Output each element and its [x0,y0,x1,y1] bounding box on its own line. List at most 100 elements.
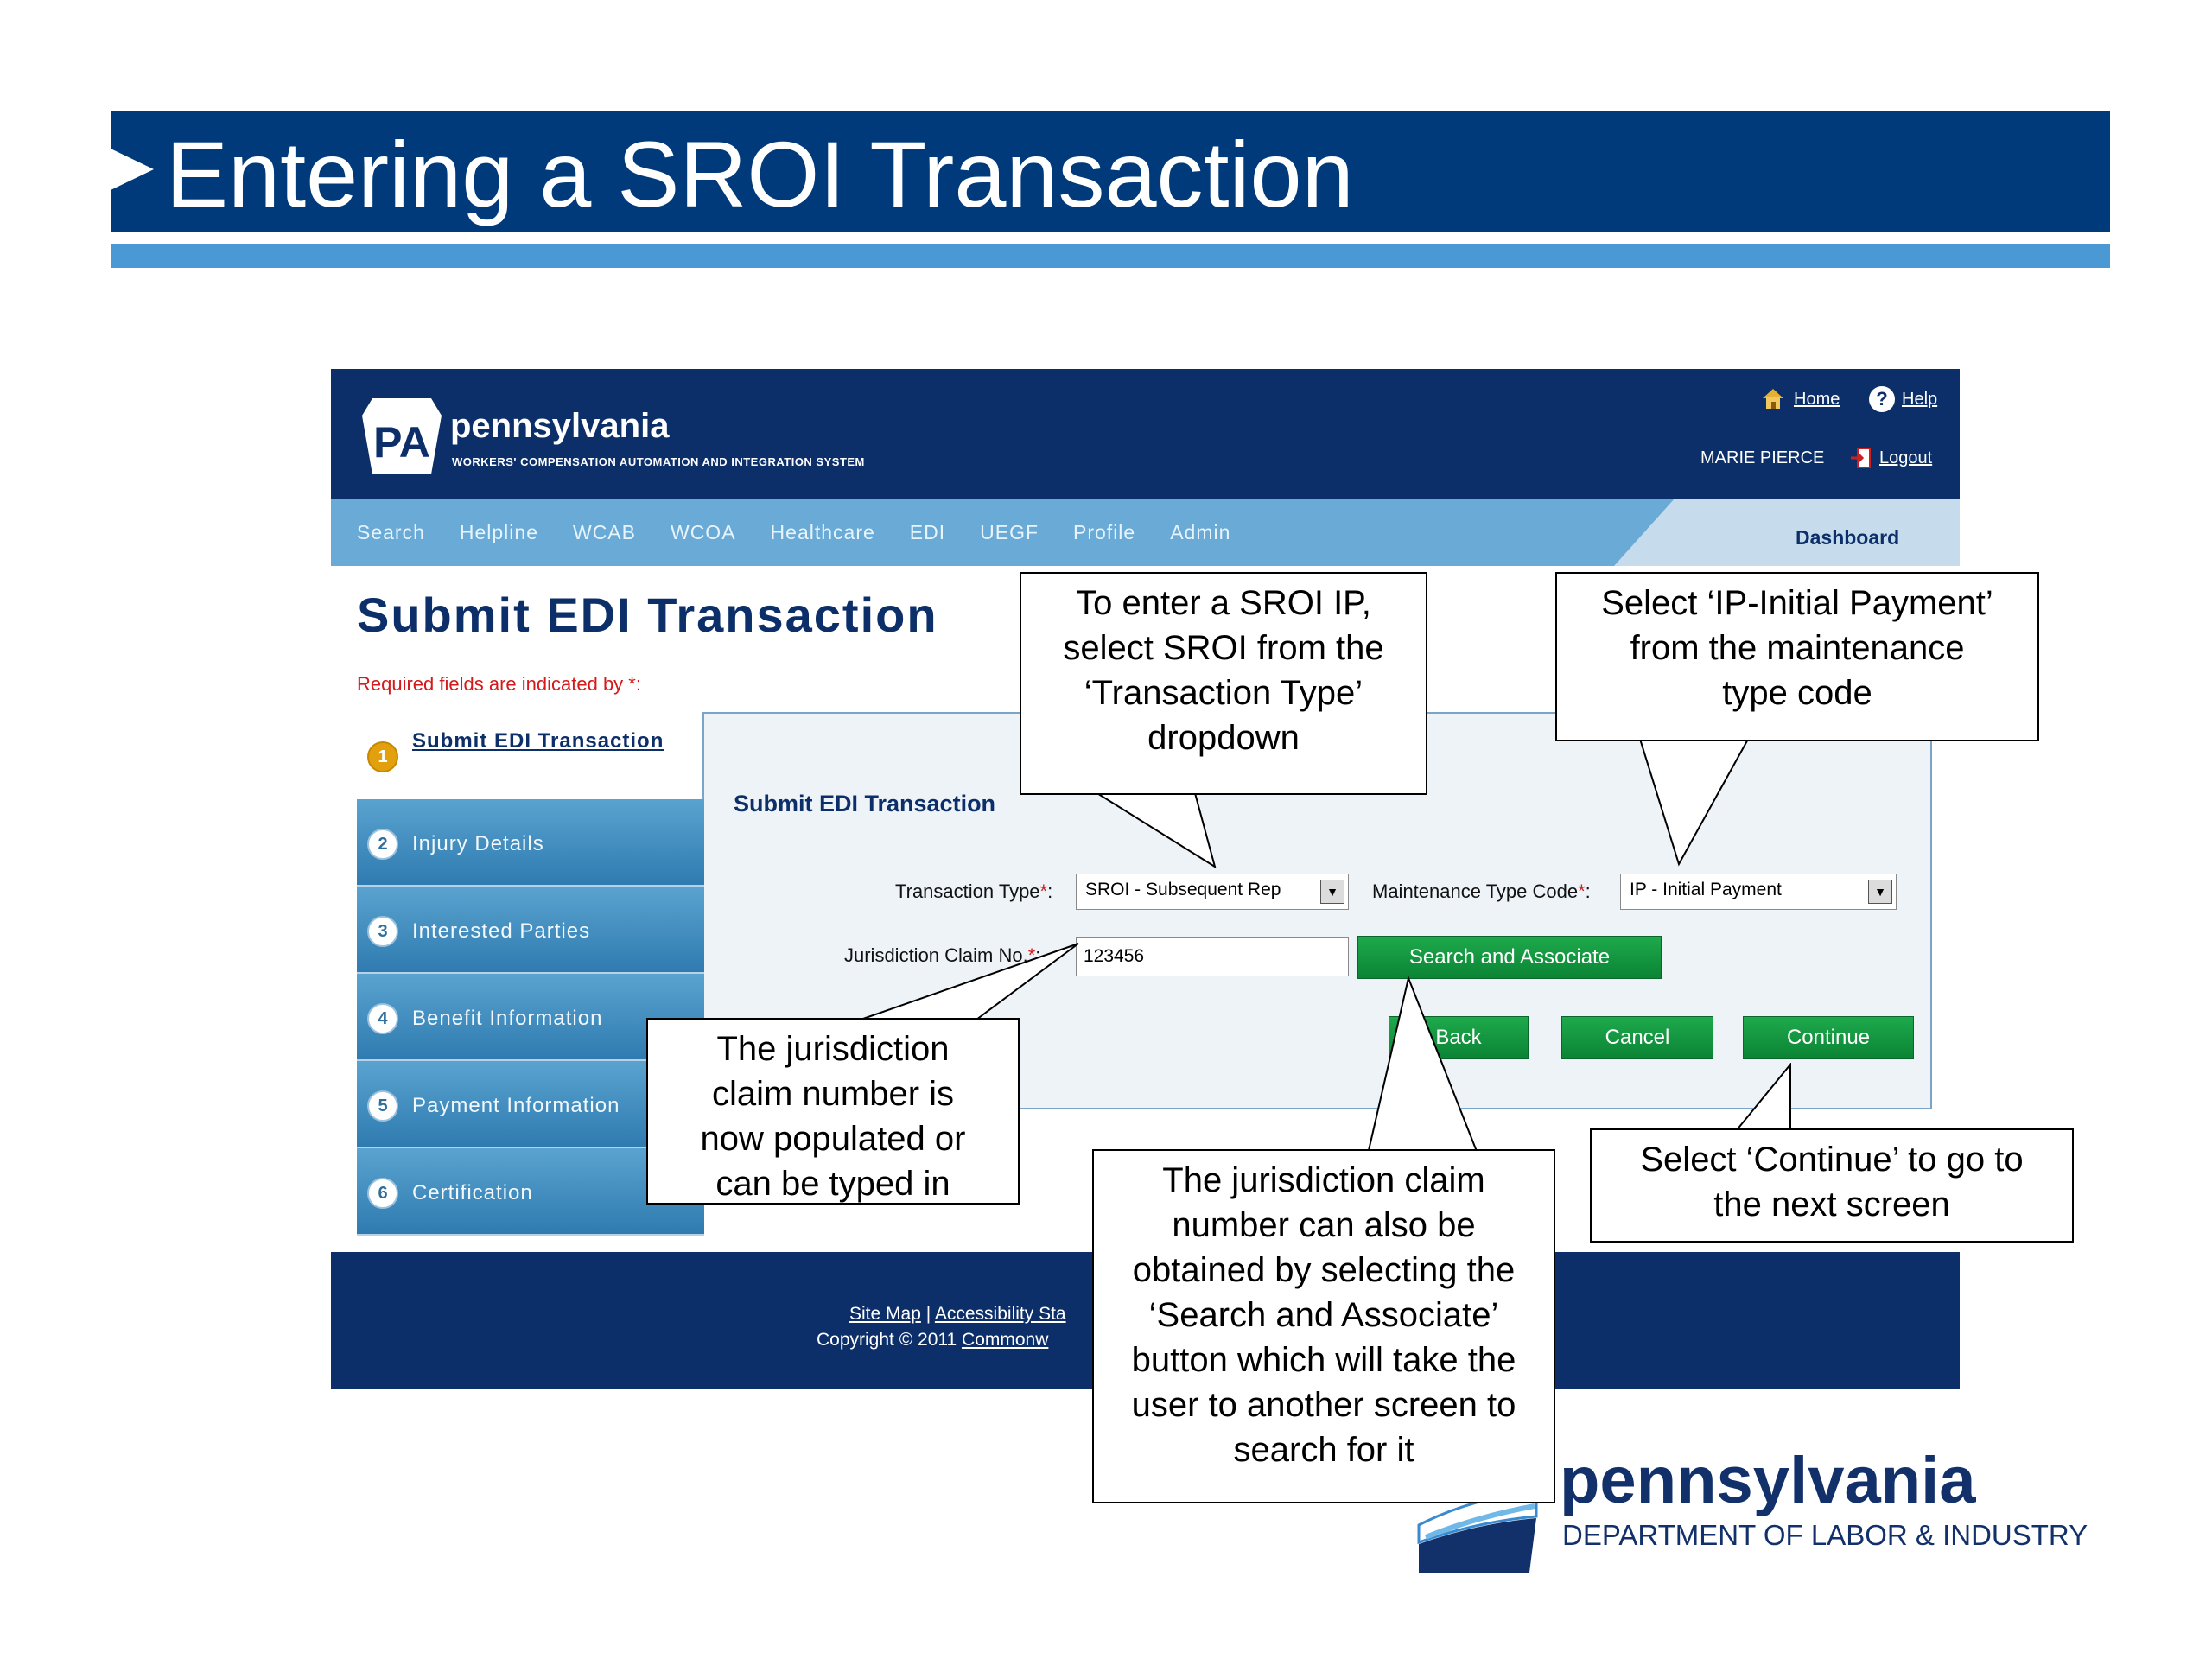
home-link[interactable]: Home [1794,390,1840,409]
chevron-down-icon[interactable]: ▼ [1320,880,1344,904]
callout-tail-search-associate [1365,976,1481,1159]
required-mark: * [1039,880,1048,902]
maintenance-type-select[interactable]: IP - Initial Payment ▼ [1620,874,1897,910]
step-label: Payment Information [412,1094,620,1117]
copyright-text: Copyright © 2011 [817,1330,957,1350]
title-divider [111,232,2110,244]
label-colon: : [1585,880,1591,902]
callout-line: the next screen [1713,1185,1950,1224]
nav-items: Search Helpline WCAB WCOA Healthcare EDI… [357,499,1230,566]
nav-item-uegf[interactable]: UEGF [980,520,1039,543]
nav-item-healthcare[interactable]: Healthcare [770,520,875,543]
chevron-down-icon[interactable]: ▼ [1868,880,1892,904]
claim-no-label-text: Jurisdiction Claim No. [844,944,1028,966]
brand-name: pennsylvania [450,407,670,445]
footer-separator: | [925,1304,931,1324]
app-screenshot: PA pennsylvania WORKERS' COMPENSATION AU… [331,369,1960,1389]
step-number: 4 [367,1003,398,1034]
transaction-type-select[interactable]: SROI - Subsequent Rep ▼ [1076,874,1349,910]
step-interested-parties[interactable]: 3 Interested Parties [357,887,704,974]
nav-item-helpline[interactable]: Helpline [459,520,538,543]
maintenance-type-label-text: Maintenance Type Code [1372,880,1579,902]
callout-claim-number: The jurisdiction claim number is now pop… [646,1018,1020,1205]
user-name: MARIE PIERCE [1700,448,1825,467]
callout-line: obtained by selecting the [1132,1251,1516,1289]
title-underline [111,244,2110,268]
page-heading: Submit EDI Transaction [357,588,938,642]
callout-continue: Select ‘Continue’ to go to the next scre… [1590,1128,2074,1243]
pa-keystone-icon: PA [362,398,442,474]
callout-line: number can also be [1172,1206,1476,1244]
nav-item-edi[interactable]: EDI [909,520,946,543]
step-label: Certification [412,1181,533,1205]
callout-line: Select ‘IP-Initial Payment’ [1601,584,1993,622]
commonwealth-link[interactable]: Commonw [962,1330,1049,1350]
callout-line: can be typed in [715,1165,950,1203]
step-label: Injury Details [412,832,544,855]
callout-line: type code [1722,674,1872,712]
step-list: 1 Submit EDI Transaction 2 Injury Detail… [357,712,704,1236]
step-submit-edi-transaction[interactable]: 1 Submit EDI Transaction [357,712,704,799]
home-icon[interactable] [1761,386,1785,410]
nav-item-wcab[interactable]: WCAB [572,520,636,543]
transaction-type-value: SROI - Subsequent Rep [1085,880,1281,899]
callout-line: The jurisdiction [716,1030,950,1068]
slide-title: Entering a SROI Transaction [166,122,1354,226]
label-colon: : [1035,944,1041,966]
step-injury-details[interactable]: 2 Injury Details [357,799,704,887]
step-number: 3 [367,916,398,947]
brand-subtitle: WORKERS' COMPENSATION AUTOMATION AND INT… [452,455,865,468]
title-arrow-icon [111,149,154,190]
callout-line: from the maintenance [1630,629,1965,667]
slide-title-bar [111,111,2110,232]
nav-item-search[interactable]: Search [357,520,425,543]
callout-tail-transaction-type [1078,783,1217,868]
step-number: 2 [367,829,398,860]
accessibility-link[interactable]: Accessibility Sta [934,1304,1066,1324]
brand-mark-text: PA [373,418,430,467]
help-icon[interactable]: ? [1869,386,1895,412]
logout-link[interactable]: Logout [1879,448,1933,467]
transaction-type-label: Transaction Type*: [895,880,1052,903]
doli-swoosh-logo [1417,1491,1538,1573]
search-and-associate-button[interactable]: Search and Associate [1357,936,1662,979]
callout-tail-maintenance-type [1637,735,1751,867]
step-certification[interactable]: 6 Certification [357,1148,704,1236]
required-mark: * [1578,880,1586,902]
doli-logo-name: pennsylvania [1560,1444,1976,1517]
callout-line: The jurisdiction claim [1162,1161,1485,1199]
nav-item-profile[interactable]: Profile [1073,520,1136,543]
logout-icon[interactable] [1850,447,1872,469]
required-fields-note: Required fields are indicated by *: [357,673,641,695]
required-mark: * [1027,944,1036,966]
dashboard-tab[interactable]: Dashboard [1614,499,1960,566]
step-number: 1 [367,741,398,772]
footer-links: Site Map | Accessibility Sta [849,1304,1066,1325]
callout-line: claim number is [711,1075,955,1113]
help-link[interactable]: Help [1902,390,1938,409]
callout-line: user to another screen to [1131,1386,1516,1424]
step-label: Benefit Information [412,1007,603,1030]
cancel-button[interactable]: Cancel [1561,1016,1713,1059]
site-map-link[interactable]: Site Map [849,1304,921,1324]
app-header: PA pennsylvania WORKERS' COMPENSATION AU… [331,369,1960,499]
callout-line: Select ‘Continue’ to go to [1640,1141,2024,1179]
main-nav: Search Helpline WCAB WCOA Healthcare EDI… [331,499,1960,566]
step-number: 6 [367,1178,398,1209]
maintenance-type-label: Maintenance Type Code*: [1372,880,1591,903]
dashboard-label: Dashboard [1796,526,1900,549]
nav-item-wcoa[interactable]: WCOA [670,520,736,543]
continue-button[interactable]: Continue [1743,1016,1914,1059]
step-number: 5 [367,1090,398,1122]
callout-transaction-type: To enter a SROI IP, select SROI from the… [1020,572,1427,795]
callout-line: search for it [1233,1431,1414,1469]
callout-search-associate: The jurisdiction claim number can also b… [1092,1149,1555,1503]
doli-logo-department: DEPARTMENT OF LABOR & INDUSTRY [1562,1519,2088,1551]
nav-item-admin[interactable]: Admin [1170,520,1231,543]
label-colon: : [1047,880,1053,902]
callout-line: button which will take the [1131,1341,1516,1379]
callout-line: ‘Search and Associate’ [1148,1296,1499,1334]
callout-line: now populated or [700,1120,966,1158]
jurisdiction-claim-input[interactable]: 123456 [1076,937,1349,976]
callout-line: dropdown [1147,719,1300,757]
